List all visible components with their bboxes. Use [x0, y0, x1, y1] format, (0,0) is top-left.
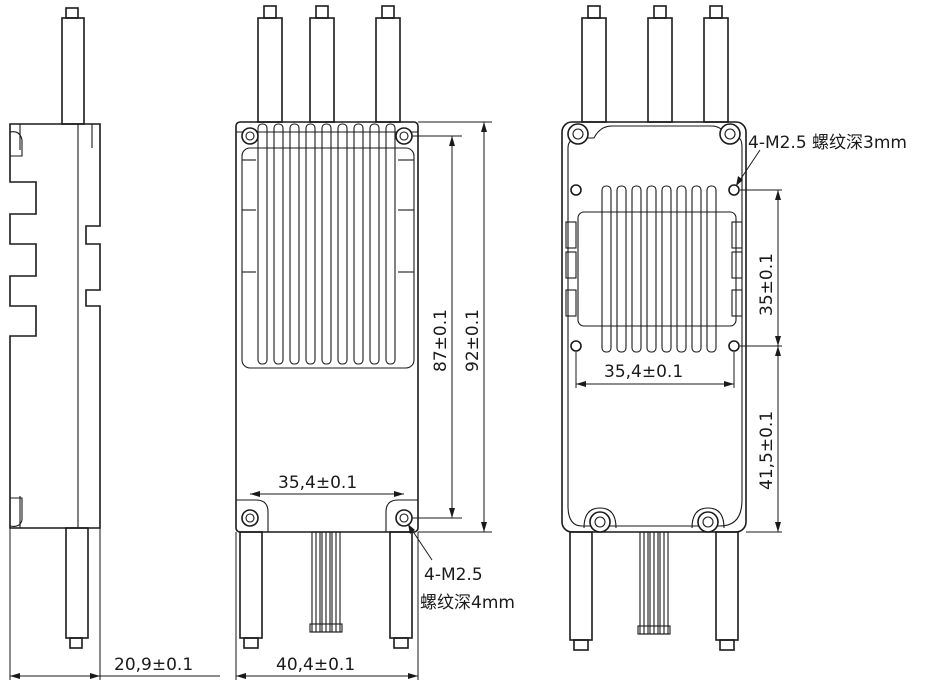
back-hole-spacing-label: 35,4±0.1 [604, 362, 683, 382]
front-hole-spacing-label: 35,4±0.1 [278, 473, 357, 493]
back-bottom-spacing-label: 41,5±0.1 [757, 411, 777, 490]
front-total-height-label: 92±0.1 [463, 309, 483, 372]
back-view: 35,4±0.1 35±0.1 41,5±0.1 4-M2.5 螺纹深3mm [561, 5, 907, 651]
side-width-label: 20,9±0.1 [114, 655, 193, 675]
back-vertical-spacing-label: 35±0.1 [757, 253, 777, 316]
front-width-label: 40,4±0.1 [276, 655, 355, 675]
front-inner-height-label: 87±0.1 [431, 309, 451, 372]
front-thread-depth-label: 螺纹深4mm [420, 593, 515, 613]
front-view: 35,4±0.1 40,4±0.1 87±0.1 92±0.1 4-M2.5 螺… [235, 5, 515, 680]
front-fins [257, 123, 396, 365]
back-thread-spec-label: 4-M2.5 螺纹深3mm [748, 133, 907, 153]
side-view: 20,9±0.1 [9, 7, 220, 680]
back-slots [601, 185, 717, 353]
front-thread-spec-label: 4-M2.5 [424, 565, 483, 585]
